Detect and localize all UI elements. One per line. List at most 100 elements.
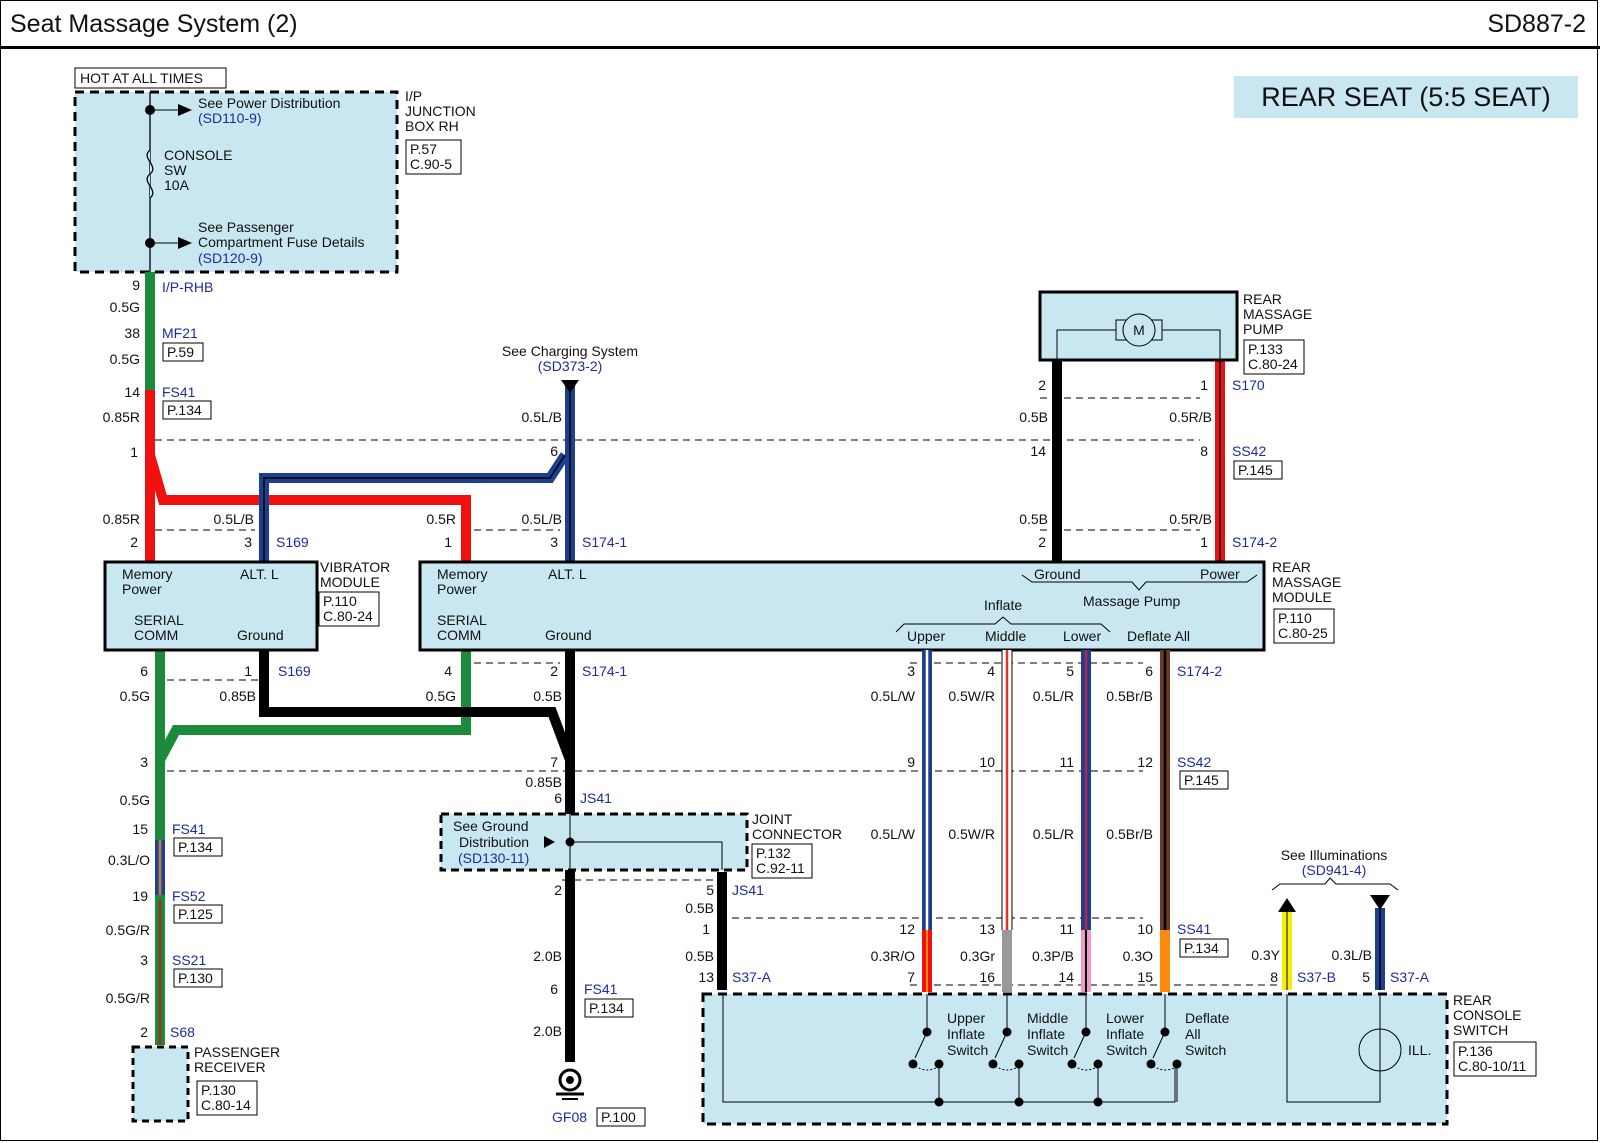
page-ref: P.59 bbox=[167, 344, 194, 360]
wire-label: 0.3L/O bbox=[108, 852, 150, 868]
connector-id: FS52 bbox=[172, 888, 206, 904]
connector-id: FS41 bbox=[162, 384, 196, 400]
pin-number: 11 bbox=[1059, 921, 1074, 937]
wire-label: 0.5B bbox=[685, 948, 714, 964]
connector-dash-lines bbox=[155, 397, 1290, 986]
rmm-pin-label: Power bbox=[1200, 566, 1240, 582]
ill-label: ILL. bbox=[1408, 1042, 1431, 1058]
vibrator-ref: C.80-24 bbox=[323, 608, 373, 624]
connector-id: S37-A bbox=[1390, 969, 1430, 985]
rmm-name: MODULE bbox=[1272, 589, 1332, 605]
rear-console-switch bbox=[701, 992, 1449, 1126]
connector-id: S170 bbox=[1232, 377, 1265, 393]
switch-label: All bbox=[1185, 1026, 1201, 1042]
pin-number: 14 bbox=[124, 384, 140, 400]
switch-group: UpperInflateSwitchMiddleInflateSwitchLow… bbox=[908, 994, 1230, 1107]
pin-number: 5 bbox=[706, 882, 714, 898]
wire-label: 0.5B bbox=[685, 900, 714, 916]
pin-number: 3 bbox=[907, 663, 915, 679]
connector-id: FS41 bbox=[172, 821, 206, 837]
pin-number: 1 bbox=[1200, 377, 1208, 393]
page-ref: P.134 bbox=[178, 839, 213, 855]
pin-number: 7 bbox=[550, 754, 558, 770]
switch-label: Middle bbox=[1027, 1010, 1068, 1026]
pin-number: 2 bbox=[130, 534, 138, 550]
switch-label: Lower bbox=[1106, 1010, 1144, 1026]
joint-name: JOINT bbox=[752, 811, 793, 827]
rmm-group-label: Massage Pump bbox=[1083, 593, 1180, 609]
motor-label: M bbox=[1133, 322, 1145, 338]
wire-label: 2.0B bbox=[533, 1023, 562, 1039]
connector-id: S37-A bbox=[732, 969, 772, 985]
connector-id: S169 bbox=[278, 663, 311, 679]
vib-pin-label: Power bbox=[122, 581, 162, 597]
rmm-pin-label: Middle bbox=[985, 628, 1026, 644]
pin-number: 1 bbox=[130, 444, 138, 460]
arrow-right-icon bbox=[178, 237, 192, 249]
joint-ref: C.92-11 bbox=[756, 860, 805, 876]
junction-name: JUNCTION bbox=[405, 103, 476, 119]
pin-number: 2 bbox=[140, 1024, 148, 1040]
hot-label: HOT AT ALL TIMES bbox=[80, 70, 203, 86]
wire-label: 0.85B bbox=[219, 688, 256, 704]
power-distribution-label: See Power Distribution bbox=[198, 95, 340, 111]
rmm-pin-label: Ground bbox=[545, 627, 592, 643]
pin-number: 10 bbox=[1137, 921, 1153, 937]
charging-ref-link[interactable]: (SD373-2) bbox=[538, 358, 603, 374]
wire-label: 0.5G bbox=[120, 792, 150, 808]
pin-number: 6 bbox=[550, 443, 558, 459]
page-ref: P.145 bbox=[1184, 772, 1219, 788]
connector-id: S68 bbox=[170, 1024, 195, 1040]
pin-number: 2 bbox=[1038, 534, 1046, 550]
page-ref: P.134 bbox=[167, 402, 202, 418]
pin-number: 1 bbox=[1200, 534, 1208, 550]
wire-label: 0.85R bbox=[103, 409, 140, 425]
pump-name: MASSAGE bbox=[1243, 306, 1312, 322]
rmm-pin-label: Lower bbox=[1063, 628, 1101, 644]
pin-number: 4 bbox=[444, 663, 452, 679]
wire-0.5G-rmm-serial bbox=[155, 650, 471, 763]
ground-dist-label: See Ground bbox=[453, 818, 529, 834]
pin-number: 19 bbox=[132, 888, 148, 904]
ground-dist-ref-link[interactable]: (SD130-11) bbox=[458, 850, 529, 866]
pump-ref: C.80-24 bbox=[1248, 356, 1298, 372]
junction-ref: C.90-5 bbox=[410, 156, 452, 172]
arrow-right-icon bbox=[178, 104, 192, 116]
wire-label: 0.3O bbox=[1123, 948, 1153, 964]
pin-number: 8 bbox=[1270, 969, 1278, 985]
hot-at-all-times-box bbox=[74, 67, 227, 89]
wire-label: 0.5B bbox=[1019, 511, 1048, 527]
connector-id: S174-2 bbox=[1232, 534, 1277, 550]
fuse-rating: 10A bbox=[164, 177, 190, 193]
wire-label: 0.5G bbox=[426, 688, 456, 704]
arrow-down-icon bbox=[561, 380, 579, 393]
console-name: REAR bbox=[1453, 992, 1492, 1008]
wire-label: 0.5L/W bbox=[871, 688, 916, 704]
illumination-ref-link[interactable]: (SD941-4) bbox=[1302, 862, 1367, 878]
ground-dist-label: Distribution bbox=[459, 834, 529, 850]
wire-label: 0.5R bbox=[426, 511, 456, 527]
pin-number: 2 bbox=[554, 882, 562, 898]
pin-number: 3 bbox=[550, 534, 558, 550]
pump-ref: P.133 bbox=[1248, 341, 1283, 357]
fuse-icon bbox=[146, 149, 154, 199]
connector-id: FS41 bbox=[584, 981, 618, 997]
vib-pin-label: Ground bbox=[237, 627, 284, 643]
pass-fuse-ref-link[interactable]: (SD120-9) bbox=[198, 250, 263, 266]
rear-massage-module bbox=[418, 560, 1266, 652]
wire-label: 0.5G/R bbox=[106, 922, 150, 938]
rmm-pin-label: Upper bbox=[907, 628, 945, 644]
wire-0.5L/B-vib bbox=[259, 452, 570, 562]
page-ref: P.100 bbox=[601, 1109, 636, 1125]
receiver-ref: C.80-14 bbox=[201, 1097, 251, 1113]
console-name: SWITCH bbox=[1453, 1022, 1508, 1038]
wire-label: 2.0B bbox=[533, 948, 562, 964]
rmm-group-label: Inflate bbox=[984, 597, 1022, 613]
junction-name: I/P bbox=[405, 88, 422, 104]
pin-number: 6 bbox=[1145, 663, 1153, 679]
connector-id: JS41 bbox=[732, 882, 764, 898]
wire-label: 0.5L/B bbox=[214, 511, 254, 527]
power-distribution-ref-link[interactable]: (SD110-9) bbox=[198, 110, 262, 126]
pin-number: 12 bbox=[899, 921, 915, 937]
pin-number: 8 bbox=[1200, 443, 1208, 459]
